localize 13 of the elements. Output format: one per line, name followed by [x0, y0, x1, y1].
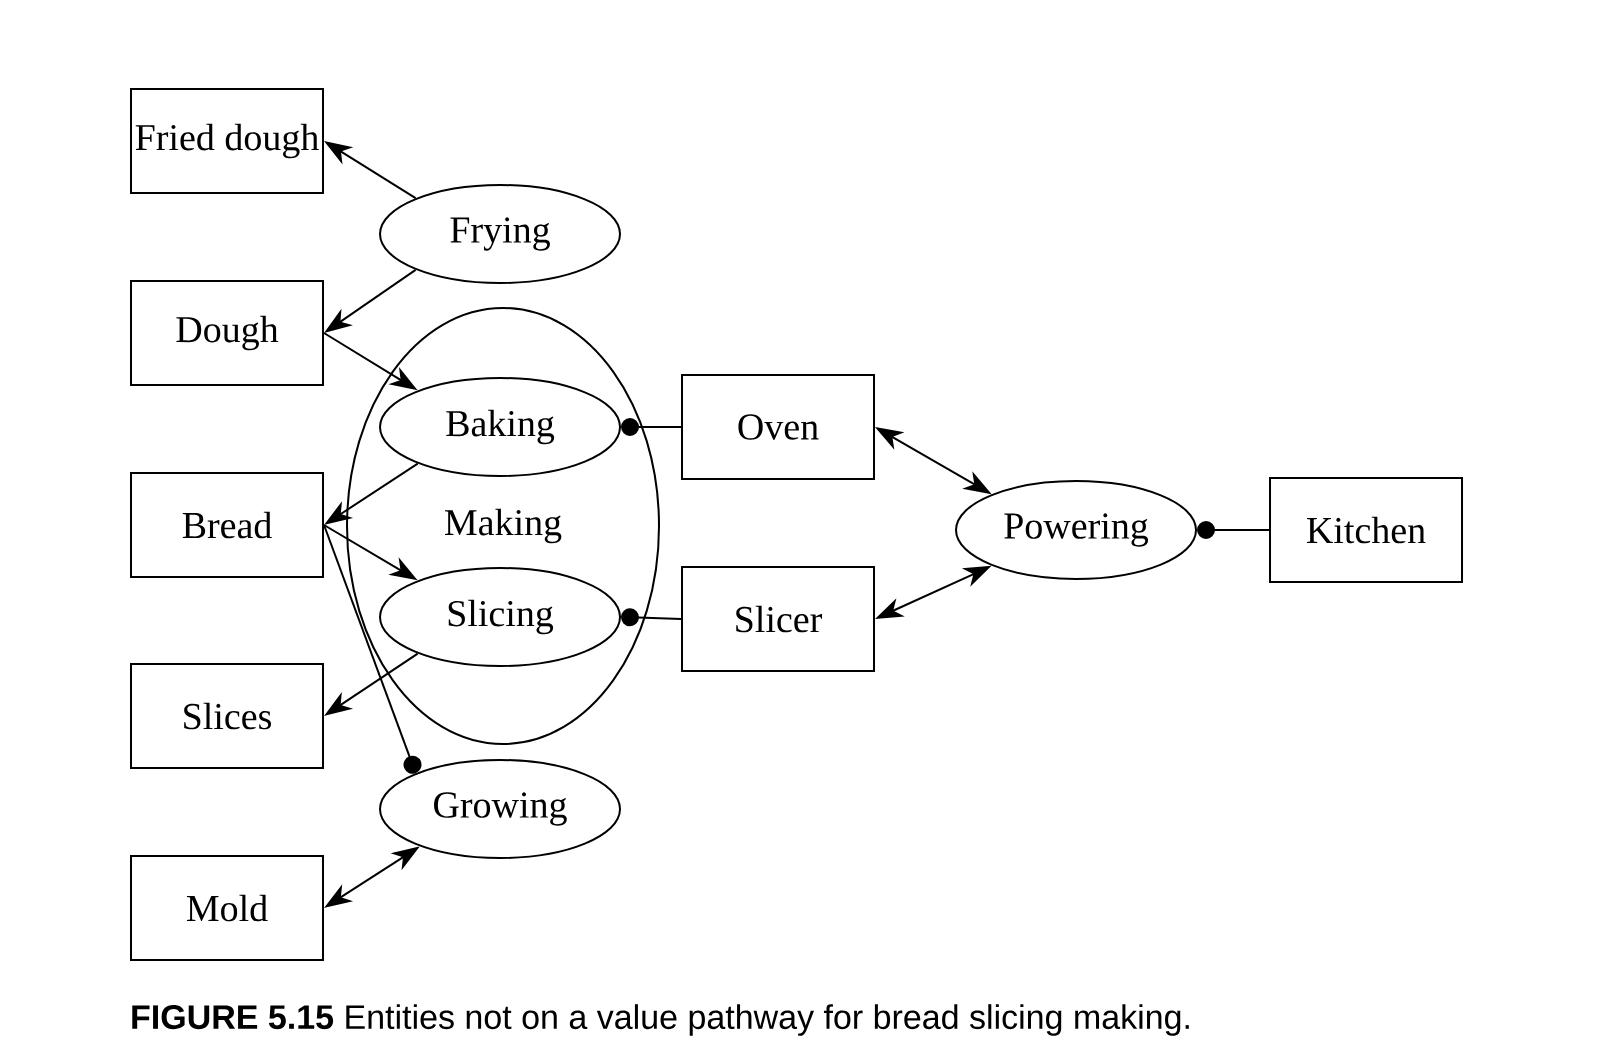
entity-box: Slices [130, 663, 324, 769]
figure-caption: FIGURE 5.15 Entities not on a value pathway for bread slicing making. [132, 1004, 1189, 1036]
entity-box: Dough [130, 280, 324, 386]
entity-box: Bread [130, 472, 324, 578]
entity-box: Fried dough [130, 88, 324, 194]
connector [621, 418, 682, 436]
entity-box: Slicer [681, 566, 875, 672]
entity-box: Mold [130, 855, 324, 961]
connector [323, 524, 422, 774]
connector [621, 608, 682, 627]
connector [1197, 521, 1270, 539]
entity-box: Oven [681, 374, 875, 480]
entity-box: Kitchen [1269, 477, 1463, 583]
